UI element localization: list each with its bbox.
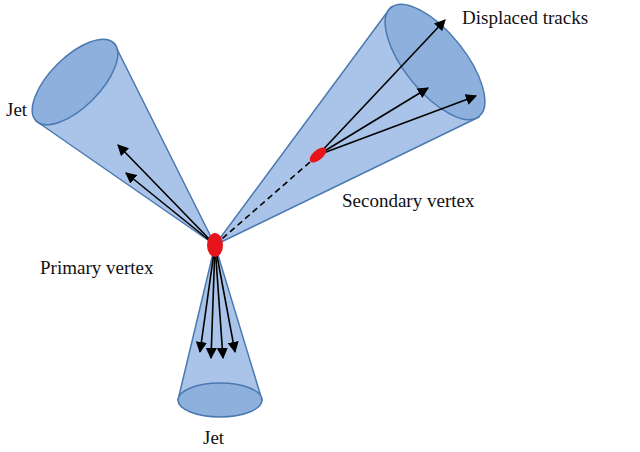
jet-label: Jet: [6, 99, 27, 121]
displaced-cone: [215, 0, 502, 245]
jet-label: Jet: [203, 427, 224, 449]
vertex-label: Secondary vertex: [342, 190, 474, 212]
secondary-vertex-dot: [307, 145, 329, 166]
bottom-jet-cone: [178, 245, 262, 417]
flight-path: [215, 155, 318, 245]
cone-label: Displaced tracks: [462, 7, 588, 29]
left-jet-cone: [18, 25, 215, 245]
vertex-label: Primary vertex: [40, 257, 153, 279]
primary-vertex-dot: [207, 233, 223, 257]
